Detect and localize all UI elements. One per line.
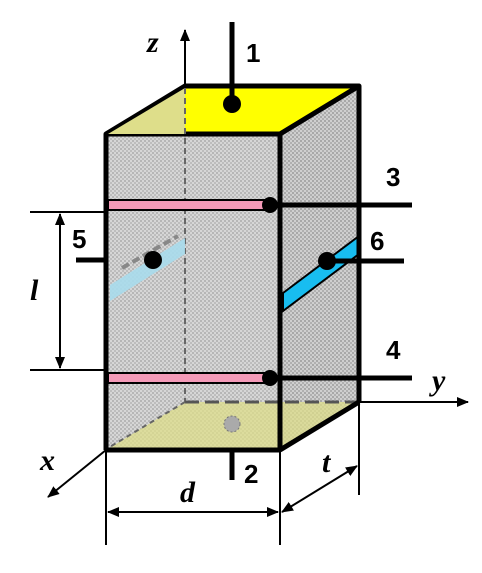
electrode-2-contact (223, 415, 241, 433)
hidden-edge-bottom-left (107, 401, 186, 449)
t-dimension-line (281, 465, 358, 513)
electrode-1-contact (223, 95, 241, 113)
electrode-5-label: 5 (72, 224, 86, 254)
top-face-shadow (108, 88, 185, 134)
electrode-6-label: 6 (370, 226, 384, 256)
electrode-1-label: 1 (246, 38, 260, 68)
x-axis-label: x (39, 444, 55, 477)
electrode-5-contact (144, 251, 162, 269)
electrode-5-strip-shadow (121, 234, 179, 270)
l-label: l (30, 274, 39, 307)
electrode-3-strip (107, 199, 269, 211)
y-axis-label: y (429, 364, 446, 397)
electrode-4-label: 4 (386, 335, 401, 365)
electrode-5-strip (110, 238, 185, 301)
d-label: d (180, 476, 196, 509)
front-face (106, 134, 280, 450)
z-axis-label: z (146, 26, 159, 59)
x-axis (47, 449, 107, 498)
electrode-2-label: 2 (244, 459, 258, 489)
electrode-4-strip (107, 372, 269, 384)
edge-bottom-right (278, 399, 361, 453)
electrode-3-label: 3 (386, 162, 400, 192)
t-label: t (322, 446, 332, 479)
